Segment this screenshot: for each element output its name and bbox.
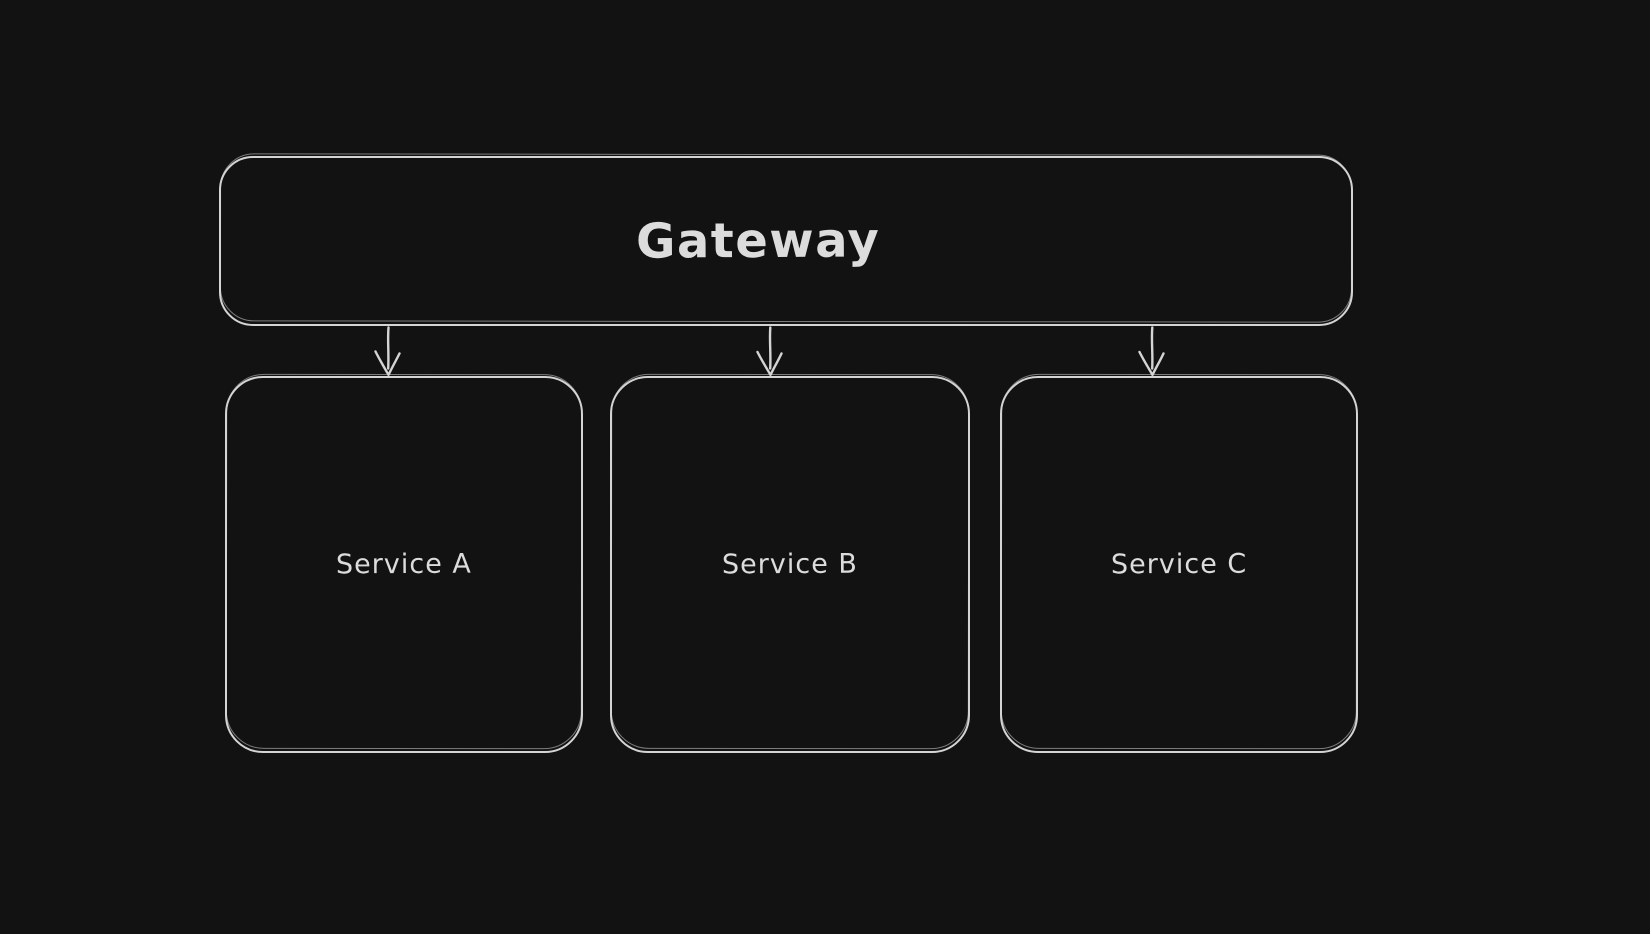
node-service-b-label: Service B [721,548,859,581]
node-gateway-label: Gateway [635,212,881,270]
node-service-c: Service C [1000,376,1358,753]
arrow-gateway-to-service-b [756,326,783,376]
arrow-gateway-to-service-a [374,326,401,376]
node-service-a-label: Service A [335,548,473,581]
node-service-b: Service B [610,376,970,753]
node-service-a: Service A [225,376,583,753]
node-gateway: Gateway [219,156,1353,326]
arrow-gateway-to-service-c [1138,326,1165,376]
node-service-c-label: Service C [1110,548,1248,581]
